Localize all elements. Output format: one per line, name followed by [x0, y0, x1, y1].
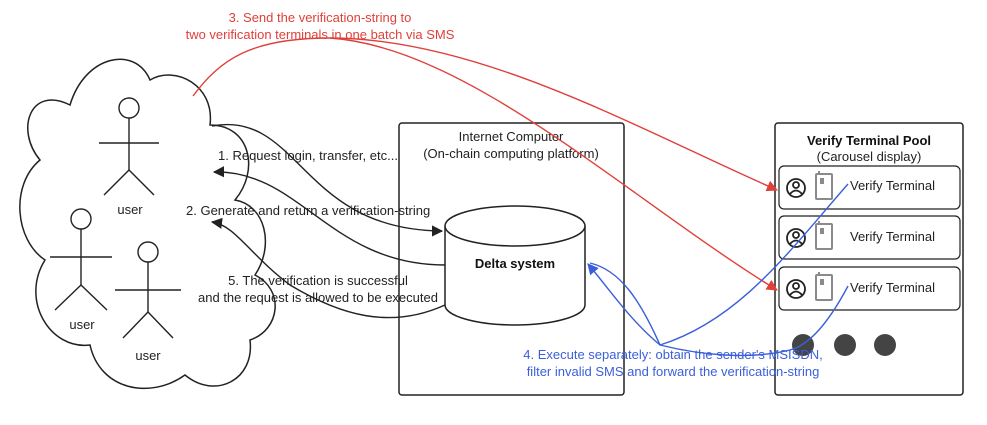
arrow-step4-forward-c — [589, 262, 661, 346]
step5-label-line1: 5. The verification is successful — [228, 273, 408, 288]
verify-terminal-card: Verify Terminal — [778, 266, 961, 311]
arrow-step2-return — [212, 166, 446, 266]
carousel-dot[interactable] — [834, 334, 856, 356]
internet-computer-subtitle: (On-chain computing platform) — [423, 146, 599, 161]
arrow-step4-forward-b — [659, 285, 849, 357]
arrow-step4-forward-a — [587, 183, 849, 346]
verify-terminal-card: Verify Terminal — [778, 215, 961, 260]
user-circle-icon — [786, 279, 806, 299]
arrow-step3-sms-terminal1 — [192, 37, 779, 192]
user-actor-top — [99, 97, 159, 196]
user-label-right: user — [135, 348, 161, 363]
step4-label-line1: 4. Execute separately: obtain the sender… — [523, 347, 822, 362]
verify-terminal-label: Verify Terminal — [850, 178, 935, 193]
terminal-pool-box — [774, 122, 964, 396]
user-circle-icon — [786, 178, 806, 198]
arrow-step3-sms-terminal3 — [329, 37, 778, 291]
terminal-pool-subtitle: (Carousel display) — [817, 149, 922, 164]
user-actor-right — [115, 241, 181, 339]
arrow-step1-request — [211, 123, 444, 237]
carousel-dot[interactable] — [874, 334, 896, 356]
step1-label: 1. Request login, transfer, etc... — [218, 148, 398, 163]
arrow-step5-success — [210, 217, 446, 319]
step3-label-line1: 3. Send the verification-string to — [229, 10, 412, 25]
step3-label-line2: two verification terminals in one batch … — [186, 27, 455, 42]
mobile-phone-icon — [815, 171, 833, 200]
step4-label-line2: filter invalid SMS and forward the verif… — [527, 364, 820, 379]
mobile-phone-icon — [815, 221, 833, 250]
user-circle-icon — [786, 228, 806, 248]
delta-system-cylinder — [444, 205, 586, 326]
user-label-left: user — [69, 317, 95, 332]
terminal-pool-title: Verify Terminal Pool — [807, 133, 931, 148]
mobile-phone-icon — [815, 272, 833, 301]
verify-terminal-label: Verify Terminal — [850, 280, 935, 295]
step2-label: 2. Generate and return a verification-st… — [186, 203, 430, 218]
step5-label-line2: and the request is allowed to be execute… — [198, 290, 438, 305]
user-actor-left — [50, 208, 112, 311]
internet-computer-title: Internet Computer — [459, 129, 564, 144]
delta-system-label: Delta system — [475, 256, 555, 271]
verify-terminal-label: Verify Terminal — [850, 229, 935, 244]
user-cloud — [19, 58, 276, 390]
user-label-top: user — [117, 202, 143, 217]
verify-terminal-card: Verify Terminal — [778, 165, 961, 210]
